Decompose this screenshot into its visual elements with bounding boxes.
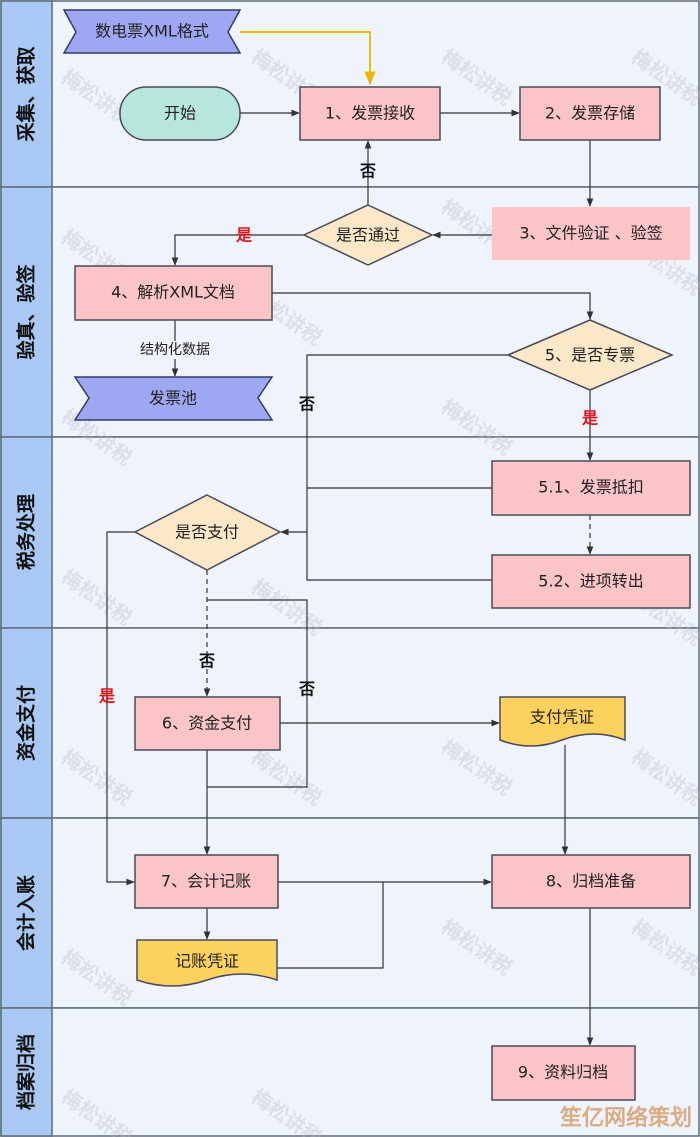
edge-label-yes: 是 [98, 687, 115, 706]
node-pay-voucher: 支付凭证 [499, 696, 626, 747]
node-accounting-voucher: 记账凭证 [136, 939, 278, 987]
node-xml-source: 数电票XML格式 [62, 9, 242, 54]
svg-text:4、解析XML文档: 4、解析XML文档 [111, 283, 235, 302]
svg-text:7、会计记账: 7、会计记账 [161, 872, 251, 891]
edge-label-no: 否 [198, 652, 215, 671]
node-step1: 1、发票接收 [299, 86, 441, 141]
lane-label: 档案归档 [15, 1034, 38, 1110]
node-step8: 8、归档准备 [491, 854, 691, 909]
node-step6: 6、资金支付 [134, 696, 281, 751]
connectors [106, 31, 594, 1046]
node-step5-2: 5.2、进项转出 [491, 554, 691, 609]
node-step3: 3、文件验证 、验签 [492, 207, 690, 260]
svg-text:发票池: 发票池 [149, 389, 197, 408]
svg-text:是否通过: 是否通过 [336, 226, 400, 245]
svg-text:6、资金支付: 6、资金支付 [162, 714, 252, 733]
svg-text:开始: 开始 [164, 104, 196, 123]
edge-label-no: 否 [298, 395, 315, 414]
node-step4: 4、解析XML文档 [74, 265, 273, 321]
svg-text:2、发票存储: 2、发票存储 [545, 104, 635, 123]
edge-label-yes: 是 [581, 409, 598, 428]
node-step5-1: 5.1、发票抵扣 [491, 460, 691, 516]
node-step9: 9、资料归档 [491, 1045, 636, 1101]
brand-watermark: 笙亿网络策划 [559, 1105, 692, 1131]
lane-label: 验真、验签 [15, 264, 38, 360]
node-step2: 2、发票存储 [519, 86, 661, 141]
svg-text:支付凭证: 支付凭证 [530, 708, 594, 727]
lane-label: 资金支付 [15, 685, 38, 761]
node-pay-check: 是否支付 [133, 494, 282, 571]
svg-text:5.2、进项转出: 5.2、进项转出 [538, 572, 643, 591]
node-pass-check: 是否通过 [302, 204, 434, 266]
lane-label: 税务处理 [15, 494, 38, 570]
node-step5: 5、是否专票 [506, 319, 674, 391]
svg-text:1、发票接收: 1、发票接收 [325, 104, 415, 123]
svg-text:是否支付: 是否支付 [175, 523, 239, 542]
node-start: 开始 [119, 86, 241, 141]
svg-text:8、归档准备: 8、归档准备 [546, 872, 636, 891]
lane-label: 采集、获取 [15, 46, 38, 141]
edge-label-structured-data: 结构化数据 [140, 342, 210, 358]
node-step7: 7、会计记账 [134, 854, 279, 909]
svg-text:3、文件验证 、验签: 3、文件验证 、验签 [519, 224, 662, 243]
edge-label-no: 否 [359, 162, 376, 181]
svg-text:5、是否专票: 5、是否专票 [545, 346, 635, 365]
lane-accounting [0, 817, 700, 1009]
node-invoice-pool: 发票池 [73, 376, 274, 421]
svg-text:数电票XML格式: 数电票XML格式 [95, 22, 209, 41]
edge-label-yes: 是 [235, 226, 252, 245]
svg-text:5.1、发票抵扣: 5.1、发票抵扣 [538, 478, 643, 497]
lane-label: 会计入账 [15, 875, 38, 951]
svg-text:9、资料归档: 9、资料归档 [518, 1063, 608, 1082]
edge-label-no: 否 [298, 680, 315, 699]
svg-text:记账凭证: 记账凭证 [175, 952, 239, 971]
